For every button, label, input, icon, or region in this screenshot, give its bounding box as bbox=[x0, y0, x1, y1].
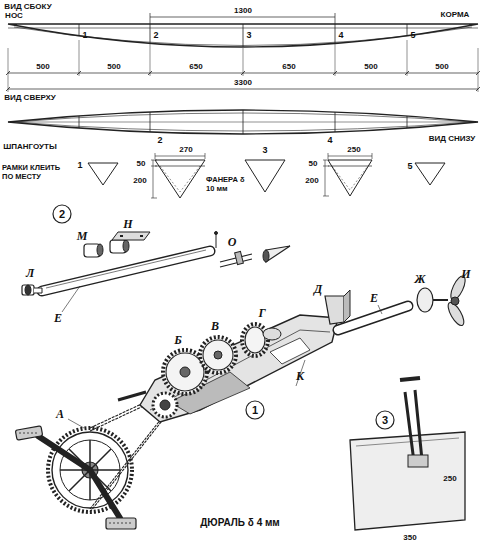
dimension: 500 bbox=[36, 62, 49, 71]
part-letter: И bbox=[461, 267, 470, 282]
part-letter: Д bbox=[314, 282, 322, 297]
callout-number: 3 bbox=[382, 414, 388, 426]
frame-number: 4 bbox=[327, 135, 332, 145]
frame-number: 5 bbox=[410, 30, 415, 40]
part-letter: О bbox=[228, 235, 237, 250]
prop-shaft bbox=[325, 274, 468, 330]
part-letter: В bbox=[211, 319, 219, 334]
part-letter: Н bbox=[123, 217, 132, 232]
view-title: ВИД СНИЗУ bbox=[429, 134, 475, 143]
view-note: КОРМА bbox=[441, 10, 470, 19]
section-title: ШПАНГОУТЫ bbox=[3, 142, 57, 151]
part-letter: Е bbox=[370, 291, 378, 306]
rudder bbox=[350, 378, 465, 530]
part-letter: Л bbox=[26, 266, 34, 281]
dimension: 350 bbox=[403, 533, 416, 542]
dimension: 500 bbox=[107, 62, 120, 71]
top-view bbox=[8, 95, 478, 150]
material-note: ФАНЕРА δ 10 мм bbox=[206, 175, 246, 193]
part-letter: М bbox=[77, 229, 88, 244]
gearbox bbox=[118, 315, 338, 422]
dimension: 650 bbox=[282, 62, 295, 71]
shaft-parts bbox=[22, 205, 290, 295]
note: РАМКИ КЛЕИТЬ ПО МЕСТУ bbox=[2, 163, 64, 181]
frame-number: 2 bbox=[157, 135, 162, 145]
frame-number: 1 bbox=[77, 160, 82, 170]
frame-number: 5 bbox=[407, 161, 412, 171]
dimension: 500 bbox=[435, 62, 448, 71]
dimension: 650 bbox=[189, 62, 202, 71]
frames bbox=[88, 153, 445, 198]
part-letter: Г bbox=[258, 306, 265, 321]
view-note: НОС bbox=[5, 11, 23, 20]
dimension: 200 bbox=[305, 176, 318, 185]
part-letter: Б bbox=[174, 333, 182, 348]
dimension: 3300 bbox=[234, 78, 252, 87]
dimension: 200 bbox=[133, 176, 146, 185]
callout-number: 1 bbox=[252, 404, 258, 416]
part-letter: А bbox=[56, 407, 64, 422]
dimension: 270 bbox=[179, 145, 192, 154]
callout-number: 2 bbox=[59, 208, 65, 220]
dimension: 50 bbox=[137, 159, 146, 168]
frame-number: 2 bbox=[153, 30, 158, 40]
dimension: 500 bbox=[364, 62, 377, 71]
side-view bbox=[6, 13, 480, 92]
leader-lines bbox=[62, 286, 382, 428]
dimension: 50 bbox=[309, 159, 318, 168]
part-letter: Ж bbox=[414, 272, 425, 287]
dimension: 1300 bbox=[234, 6, 252, 15]
material-note: ДЮРАЛЬ δ 4 мм bbox=[200, 517, 280, 528]
part-letter: К bbox=[296, 369, 304, 384]
frame-number: 1 bbox=[82, 30, 87, 40]
view-title: ВИД СБОКУ bbox=[4, 2, 51, 11]
dimension: 250 bbox=[347, 145, 360, 154]
pedal-drive bbox=[15, 393, 165, 529]
frame-number: 3 bbox=[246, 30, 251, 40]
part-letter: Е bbox=[54, 311, 62, 326]
frame-number: 4 bbox=[338, 30, 343, 40]
view-title: ВИД СВЕРХУ bbox=[4, 93, 56, 102]
frame-number: 3 bbox=[262, 145, 267, 155]
dimension: 250 bbox=[443, 474, 456, 483]
